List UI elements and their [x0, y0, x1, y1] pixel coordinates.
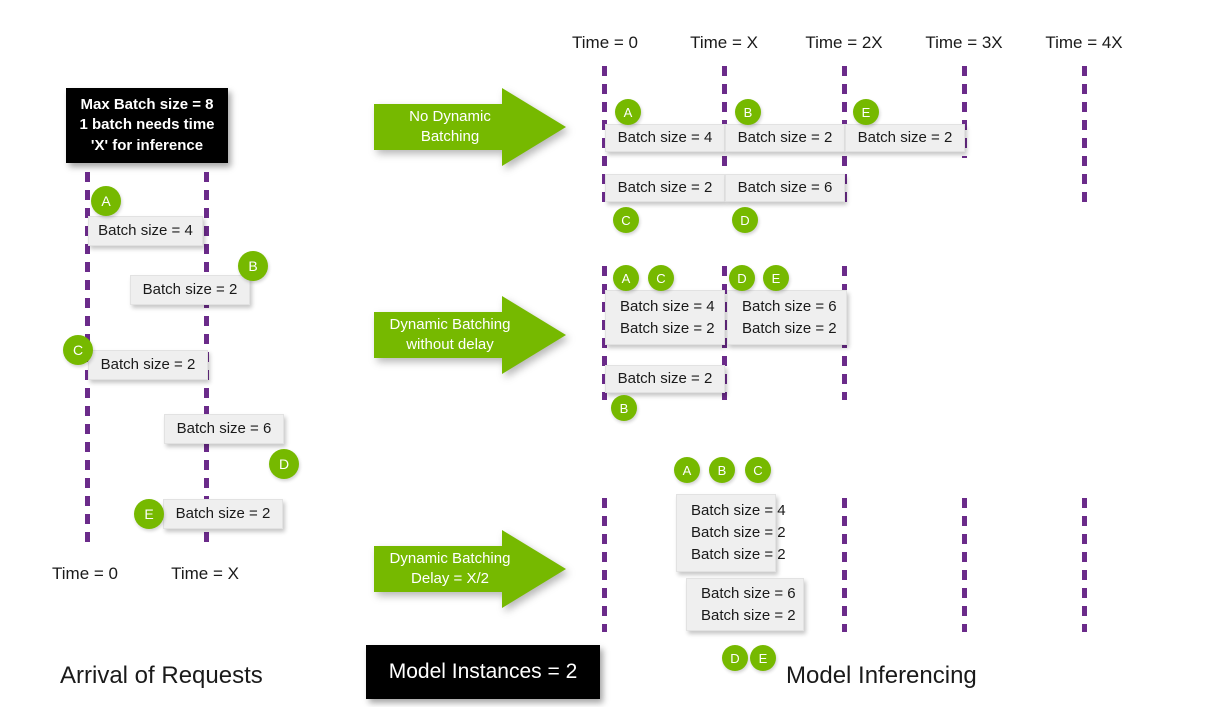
row1-inst1-slot-b-line-1: Batch size = 2	[737, 129, 833, 147]
row1-inst1-slot-b: Batch size = 2	[725, 124, 845, 152]
row3-inst2-slot-de-line-2: Batch size = 2	[701, 606, 796, 624]
inference-badge-e: E	[750, 645, 776, 671]
row1-timeline-0	[602, 66, 607, 208]
inference-badge-c: C	[648, 265, 674, 291]
row3-inst2-slot-de: Batch size = 6 Batch size = 2	[686, 578, 804, 631]
row2-inst1-slot-de-line-2: Batch size = 2	[742, 319, 837, 337]
left-request-label-c: Batch size = 2	[100, 356, 196, 374]
row1-inst1-slot-a-line-1: Batch size = 4	[617, 129, 713, 147]
request-badge-c: C	[63, 335, 93, 365]
arrow-dynamic-batching-no-delay: Dynamic Batching without delay	[374, 296, 566, 374]
inference-badge-a: A	[674, 457, 700, 483]
row1-timeline-3x	[962, 66, 967, 158]
inference-badge-d: D	[732, 207, 758, 233]
row3-inst2-slot-de-line-1: Batch size = 6	[701, 584, 796, 602]
row1-inst1-slot-e: Batch size = 2	[845, 124, 965, 152]
row1-inst2-slot-c-line-1: Batch size = 2	[617, 179, 713, 197]
left-time-label-0: Time = 0	[52, 564, 118, 583]
arrow-shape-icon	[374, 530, 566, 608]
inference-badge-b: B	[611, 395, 637, 421]
row2-inst1-slot-ac-line-2: Batch size = 2	[620, 319, 715, 337]
left-request-box-c: Batch size = 2	[88, 350, 208, 380]
row1-inst1-slot-e-line-1: Batch size = 2	[857, 129, 953, 147]
right-time-label-4x: Time = 4X	[1045, 33, 1123, 52]
right-time-label-2x: Time = 2X	[805, 33, 883, 52]
arrow-shape-icon	[374, 88, 566, 166]
row3-timeline-0	[602, 498, 607, 632]
row3-inst1-slot-abc-line-1: Batch size = 4	[691, 502, 786, 520]
request-badge-d: D	[269, 449, 299, 479]
row2-timeline-0	[602, 266, 607, 400]
row3-timeline-3x	[1082, 498, 1087, 632]
row1-inst2-slot-d: Batch size = 6	[725, 174, 845, 202]
request-badge-e: E	[134, 499, 164, 529]
right-time-label-x: Time = X	[690, 33, 758, 52]
inference-badge-c: C	[613, 207, 639, 233]
left-request-box-e: Batch size = 2	[163, 499, 283, 529]
left-request-label-e: Batch size = 2	[175, 505, 271, 523]
row2-inst1-slot-de-line-1: Batch size = 6	[742, 297, 837, 315]
inference-badge-b: B	[735, 99, 761, 125]
row2-inst1-slot-ac: Batch size = 4 Batch size = 2	[605, 290, 725, 345]
left-request-box-b: Batch size = 2	[130, 275, 250, 305]
max-batch-line-2: 1 batch needs time	[79, 116, 215, 134]
arrow-no-dynamic-batching: No Dynamic Batching	[374, 88, 566, 166]
row1-inst2-slot-c: Batch size = 2	[605, 174, 725, 202]
row1-timeline-4x	[1082, 66, 1087, 208]
model-instances-callout: Model Instances = 2	[366, 645, 600, 699]
left-request-box-a: Batch size = 4	[88, 216, 203, 246]
row3-inst1-slot-abc-line-2: Batch size = 2	[691, 524, 786, 542]
max-batch-line-3: 'X' for inference	[90, 136, 204, 154]
row3-timeline-x	[842, 498, 847, 632]
inference-badge-c: C	[745, 457, 771, 483]
left-request-label-d: Batch size = 6	[176, 420, 272, 438]
inference-badge-a: A	[613, 265, 639, 291]
left-request-label-b: Batch size = 2	[142, 281, 238, 299]
row1-inst2-slot-d-line-1: Batch size = 6	[737, 179, 833, 197]
max-batch-line-1: Max Batch size = 8	[80, 96, 214, 114]
max-batch-callout: Max Batch size = 8 1 batch needs time 'X…	[66, 88, 228, 163]
request-badge-a: A	[91, 186, 121, 216]
left-request-box-d: Batch size = 6	[164, 414, 284, 444]
inference-badge-b: B	[709, 457, 735, 483]
request-badge-b: B	[238, 251, 268, 281]
caption-arrival-of-requests: Arrival of Requests	[60, 662, 263, 689]
inference-badge-a: A	[615, 99, 641, 125]
left-request-label-a: Batch size = 4	[98, 222, 193, 240]
row3-inst1-slot-abc: Batch size = 4 Batch size = 2 Batch size…	[676, 494, 786, 572]
row3-timeline-2x	[962, 498, 967, 632]
right-time-label-0: Time = 0	[572, 33, 638, 52]
row2-inst1-slot-ac-line-1: Batch size = 4	[620, 297, 715, 315]
arrow-shape-icon	[374, 296, 566, 374]
row3-inst1-slot-abc-line-3: Batch size = 2	[691, 545, 786, 563]
row2-inst2-slot-b-line-1: Batch size = 2	[617, 370, 713, 388]
inference-badge-d: D	[722, 645, 748, 671]
caption-model-inferencing: Model Inferencing	[786, 662, 977, 689]
right-time-label-3x: Time = 3X	[925, 33, 1003, 52]
row2-inst2-slot-b: Batch size = 2	[605, 365, 725, 393]
model-instances-label: Model Instances = 2	[388, 659, 578, 683]
inference-badge-e: E	[853, 99, 879, 125]
left-time-label-x: Time = X	[171, 564, 239, 583]
row1-inst1-slot-a: Batch size = 4	[605, 124, 725, 152]
inference-badge-e: E	[763, 265, 789, 291]
arrow-dynamic-batching-delay: Dynamic Batching Delay = X/2	[374, 530, 566, 608]
row2-inst1-slot-de: Batch size = 6 Batch size = 2	[727, 290, 847, 345]
inference-badge-d: D	[729, 265, 755, 291]
